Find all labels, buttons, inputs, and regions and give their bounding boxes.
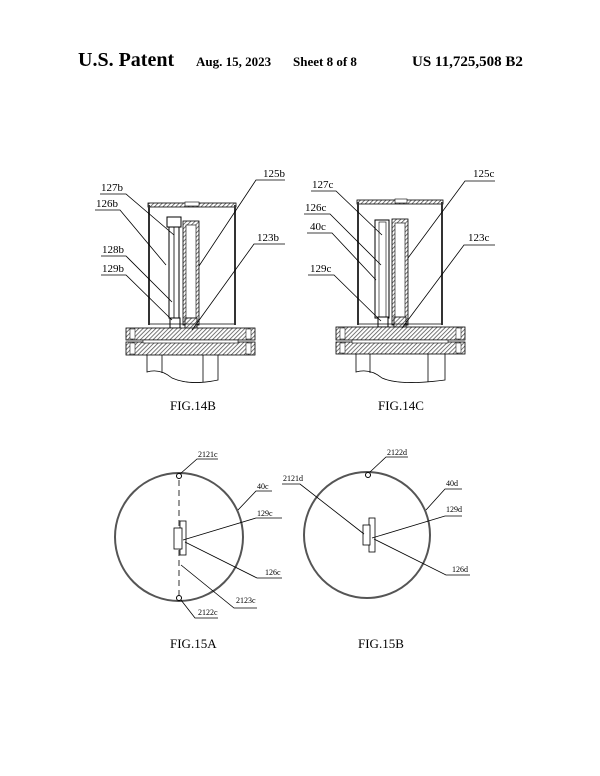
label-2122c: 2122c (198, 608, 218, 617)
label-40d: 40d (446, 479, 458, 488)
label-125b: 125b (263, 168, 286, 180)
label-2121c: 2121c (198, 450, 218, 459)
label-129c: 129c (310, 263, 332, 275)
label-126d: 126d (452, 565, 468, 574)
publication-type: U.S. Patent (78, 49, 174, 71)
label-127b: 127b (101, 182, 124, 194)
label-2123c: 2123c (236, 596, 256, 605)
patent-number: US 11,725,508 B2 (412, 54, 523, 70)
label-129d: 129d (446, 505, 462, 514)
label-40c-circle: 40c (257, 482, 269, 491)
figure-15b: 2122d 2121d 40d 129d 126d FIG.15B (282, 448, 470, 651)
label-40c: 40c (310, 221, 326, 233)
label-127c: 127c (312, 179, 334, 191)
label-125c: 125c (473, 168, 495, 180)
caption-fig-14b: FIG.14B (170, 398, 216, 413)
label-126c-circle: 126c (265, 568, 281, 577)
label-128b: 128b (102, 244, 125, 256)
figure-15a: 2121c 40c 129c 126c 2123c 2122c FIG.15A (114, 450, 282, 651)
caption-fig-14c: FIG.14C (378, 398, 424, 413)
label-123b: 123b (257, 232, 280, 244)
publication-date: Aug. 15, 2023 (196, 54, 272, 69)
label-126c: 126c (305, 202, 327, 214)
label-126b: 126b (96, 198, 119, 210)
sheet-number: Sheet 8 of 8 (293, 54, 357, 69)
label-123c: 123c (468, 232, 490, 244)
label-129b: 129b (102, 263, 125, 275)
label-2121d: 2121d (283, 474, 303, 483)
caption-fig-15a: FIG.15A (170, 636, 217, 651)
figure-14b: 127b 126b 128b 129b 125b 123b FIG.14B (95, 168, 286, 413)
caption-fig-15b: FIG.15B (358, 636, 404, 651)
figure-14c: 127c 126c 40c 129c 125c 123c FIG.14C (304, 168, 495, 413)
label-2122d: 2122d (387, 448, 407, 457)
label-129c-circle: 129c (257, 509, 273, 518)
